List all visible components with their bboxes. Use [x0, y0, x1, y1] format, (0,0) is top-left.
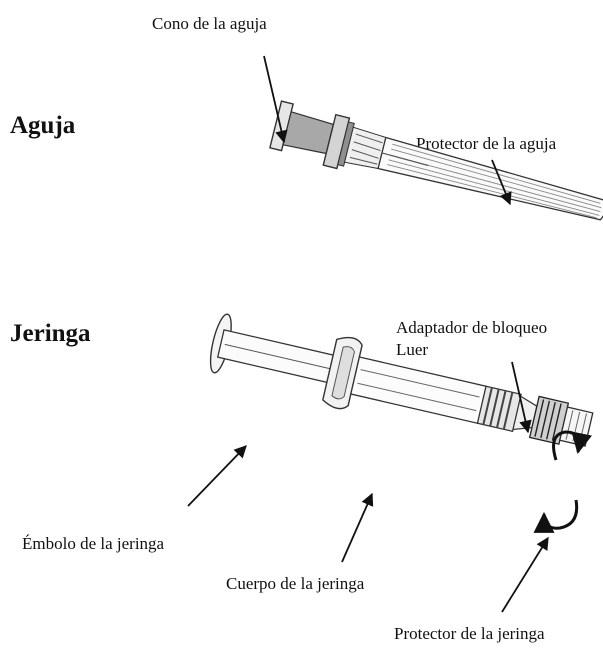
plunger-label: Émbolo de la jeringa — [22, 534, 165, 553]
luer-lock-label-line1: Adaptador de bloqueo — [396, 318, 548, 337]
needle-shield-label: Protector de la aguja — [416, 134, 557, 153]
luer-lock-arrow — [511, 361, 532, 434]
barrel-label: Cuerpo de la jeringa — [226, 574, 365, 593]
plunger-arrow — [187, 445, 247, 507]
twist-arrow-bottom — [533, 499, 579, 533]
needle-heading: Aguja — [10, 112, 76, 139]
syringe-cap-label: Protector de la jeringa — [394, 624, 545, 643]
needle-shield — [377, 136, 603, 221]
syringe-illustration — [209, 313, 594, 447]
syringe-heading: Jeringa — [10, 320, 91, 347]
needle-hub-label: Cono de la aguja — [152, 14, 267, 33]
needle-shield-arrow — [491, 159, 512, 206]
barrel-arrow — [341, 492, 374, 563]
syringe-cap-arrow — [501, 536, 549, 613]
needle-hub-arrow — [263, 55, 288, 144]
needle-illustration — [269, 100, 603, 221]
twist-arrow-top — [552, 430, 592, 461]
needle-hub-cone — [282, 111, 335, 155]
syringe-barrel — [350, 356, 487, 425]
luer-lock-label-line2: Luer — [396, 340, 429, 359]
